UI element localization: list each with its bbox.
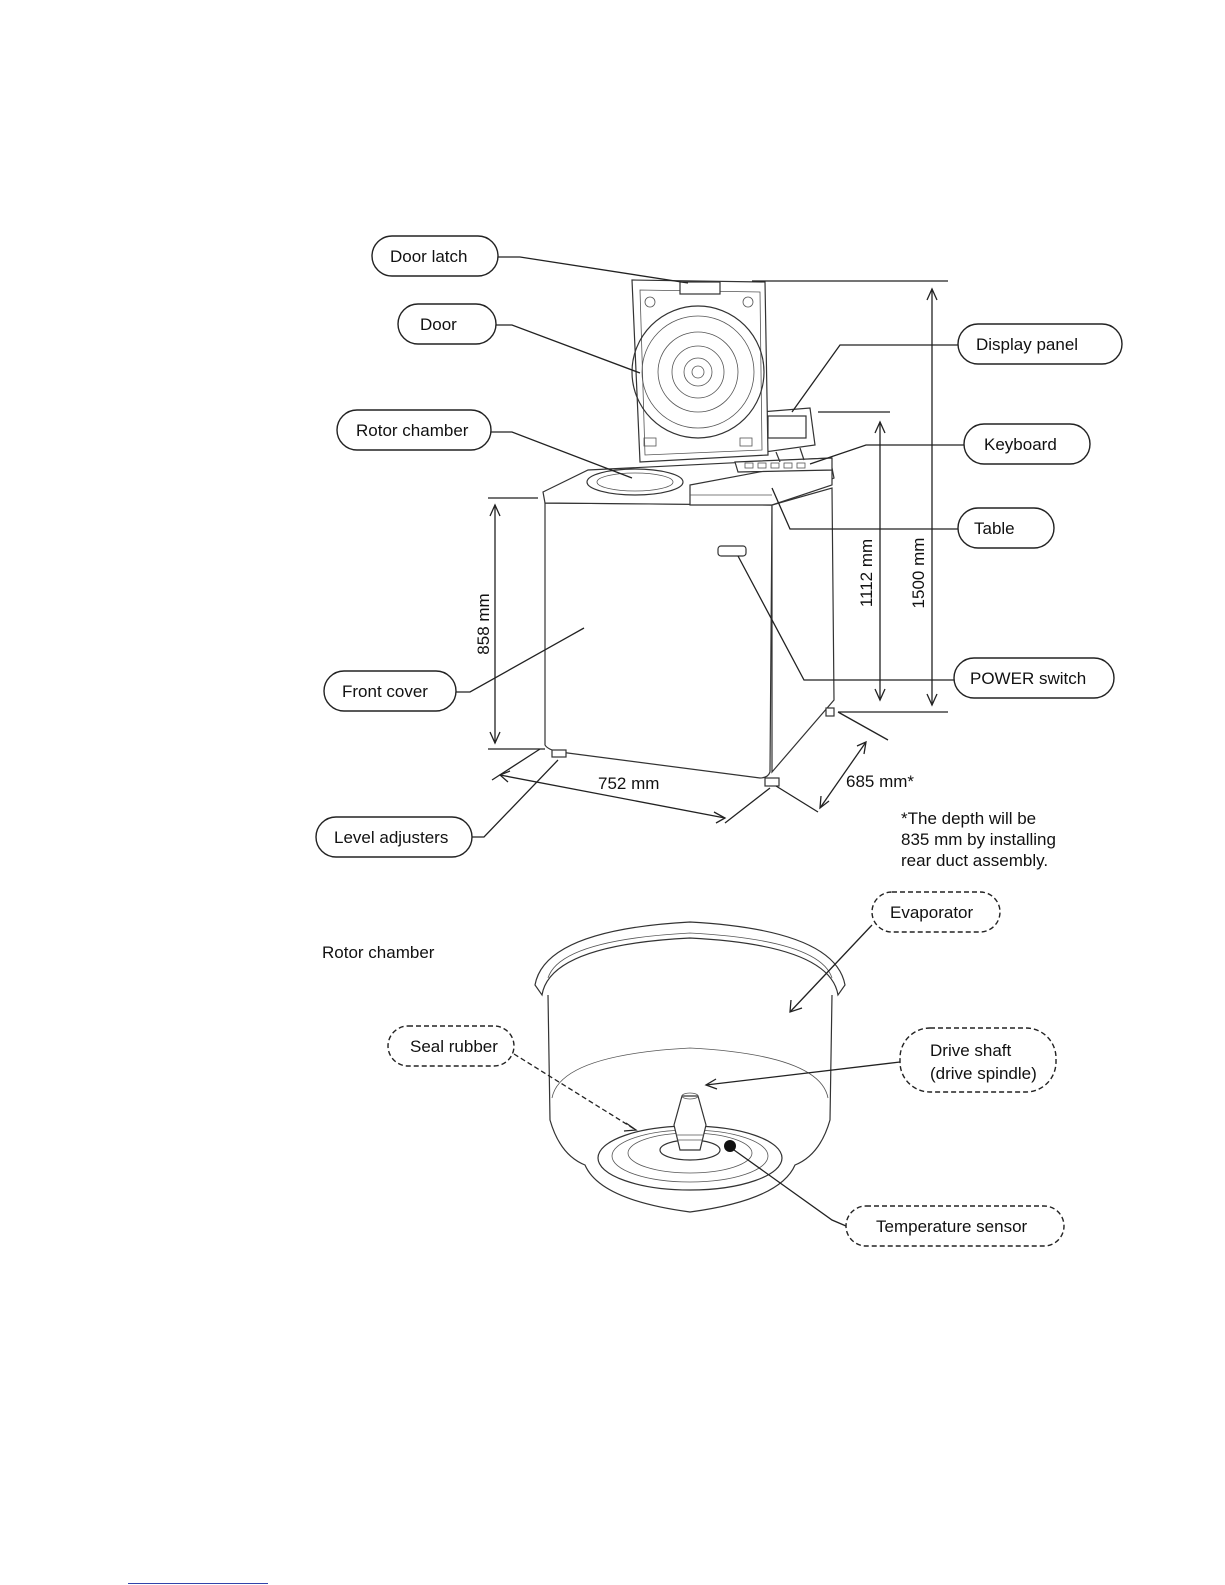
callout-rotor-chamber: Rotor chamber xyxy=(337,410,632,478)
keyboard-strip xyxy=(735,458,832,472)
label-power-switch: POWER switch xyxy=(970,669,1086,688)
callout-keyboard: Keyboard xyxy=(810,424,1090,464)
label-temperature-sensor: Temperature sensor xyxy=(876,1217,1028,1236)
callout-level-adjusters: Level adjusters xyxy=(316,760,558,857)
dim-width: 752 mm xyxy=(598,774,659,793)
note-line-1: *The depth will be xyxy=(901,809,1036,828)
door-latch-part xyxy=(680,282,720,294)
label-drive-shaft-line1: Drive shaft xyxy=(930,1041,1012,1060)
label-level-adjusters: Level adjusters xyxy=(334,828,448,847)
label-drive-shaft-line2: (drive spindle) xyxy=(930,1064,1037,1083)
label-front-cover: Front cover xyxy=(342,682,428,701)
dim-height-total: 1500 mm xyxy=(909,538,928,609)
label-seal-rubber: Seal rubber xyxy=(410,1037,498,1056)
cabinet-front xyxy=(545,503,772,778)
callout-door-latch: Door latch xyxy=(372,236,688,283)
foot-left xyxy=(552,750,566,757)
depth-note: *The depth will be 835 mm by installing … xyxy=(901,809,1056,870)
rotor-chamber-illustration xyxy=(535,922,845,1212)
label-evaporator: Evaporator xyxy=(890,903,973,922)
callout-door: Door xyxy=(398,304,640,373)
label-display-panel: Display panel xyxy=(976,335,1078,354)
callout-temperature-sensor: Temperature sensor xyxy=(734,1150,1064,1246)
drive-shaft-part xyxy=(674,1096,706,1150)
section-caption: Rotor chamber xyxy=(322,943,435,962)
dim-height-table: 1112 mm xyxy=(857,539,876,607)
foot-right xyxy=(765,778,779,786)
label-keyboard: Keyboard xyxy=(984,435,1057,454)
note-line-3: rear duct assembly. xyxy=(901,851,1048,870)
centrifuge-illustration xyxy=(543,280,834,786)
label-table: Table xyxy=(974,519,1015,538)
callout-drive-shaft: Drive shaft (drive spindle) xyxy=(706,1028,1056,1092)
callout-seal-rubber: Seal rubber xyxy=(388,1026,636,1131)
foot-back xyxy=(826,708,834,716)
label-rotor-chamber: Rotor chamber xyxy=(356,421,469,440)
cabinet-side xyxy=(772,488,834,772)
note-line-2: 835 mm by installing xyxy=(901,830,1056,849)
dim-height-body: 858 mm xyxy=(474,593,493,654)
footer-rule xyxy=(128,1583,268,1584)
power-switch-part xyxy=(718,546,746,556)
callout-display-panel: Display panel xyxy=(792,324,1122,412)
dim-depth: 685 mm* xyxy=(846,772,914,791)
label-door-latch: Door latch xyxy=(390,247,467,266)
label-door: Door xyxy=(420,315,457,334)
